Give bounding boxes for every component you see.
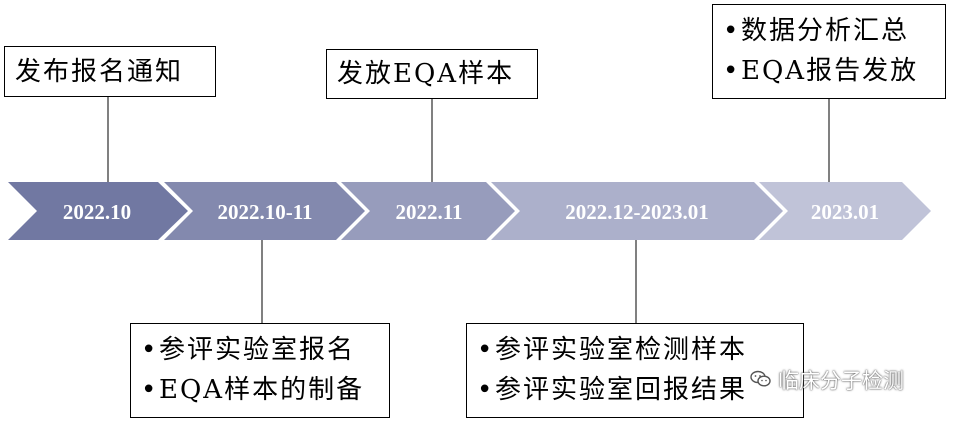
watermark-text: 临床分子检测 [778, 369, 904, 393]
bullet-icon: • [723, 56, 741, 86]
timeline-label-1: 2022.10 [63, 200, 131, 224]
box-send-samples: 发放EQA样本 [326, 49, 538, 99]
box-summary: •数据分析汇总 •EQA报告发放 [712, 4, 946, 99]
timeline-label-2: 2022.10-11 [217, 200, 312, 224]
box-testing: •参评实验室检测样本 •参评实验室回报结果 [466, 323, 804, 418]
box-summary-item-1: •数据分析汇总 [723, 11, 935, 51]
bullet-icon: • [141, 335, 159, 365]
box-publish-notice-text: 发布报名通知 [15, 57, 184, 87]
timeline-arrow-3 [341, 182, 515, 240]
box-register-item-1-text: 参评实验室报名 [159, 335, 356, 365]
box-testing-item-1: •参评实验室检测样本 [477, 330, 793, 370]
wechat-icon [750, 369, 772, 393]
box-register: •参评实验室报名 •EQA样本的制备 [130, 323, 390, 418]
bullet-icon: • [723, 16, 741, 46]
box-register-item-2-text: EQA样本的制备 [159, 375, 365, 405]
box-summary-item-2: •EQA报告发放 [723, 51, 935, 91]
timeline-arrow-4 [491, 182, 783, 240]
box-register-item-2: •EQA样本的制备 [141, 370, 379, 410]
box-publish-notice: 发布报名通知 [4, 46, 216, 97]
timeline-label-3: 2022.11 [395, 200, 462, 224]
timeline-label-5: 2023.01 [811, 200, 879, 224]
watermark: 临床分子检测 [750, 365, 904, 395]
timeline-arrow-2 [164, 182, 365, 240]
timeline-arrow-1 [8, 182, 188, 240]
box-testing-item-1-text: 参评实验室检测样本 [495, 335, 748, 365]
box-testing-item-2: •参评实验室回报结果 [477, 370, 793, 410]
box-summary-item-2-text: EQA报告发放 [741, 56, 919, 86]
timeline-label-4: 2022.12-2023.01 [565, 200, 709, 224]
box-testing-item-2-text: 参评实验室回报结果 [495, 375, 748, 405]
bullet-icon: • [477, 375, 495, 405]
box-register-item-1: •参评实验室报名 [141, 330, 379, 370]
timeline-arrow-5 [759, 182, 931, 240]
box-summary-item-1-text: 数据分析汇总 [741, 16, 910, 46]
bullet-icon: • [477, 335, 495, 365]
box-send-samples-text: 发放EQA样本 [337, 59, 515, 89]
bullet-icon: • [141, 375, 159, 405]
